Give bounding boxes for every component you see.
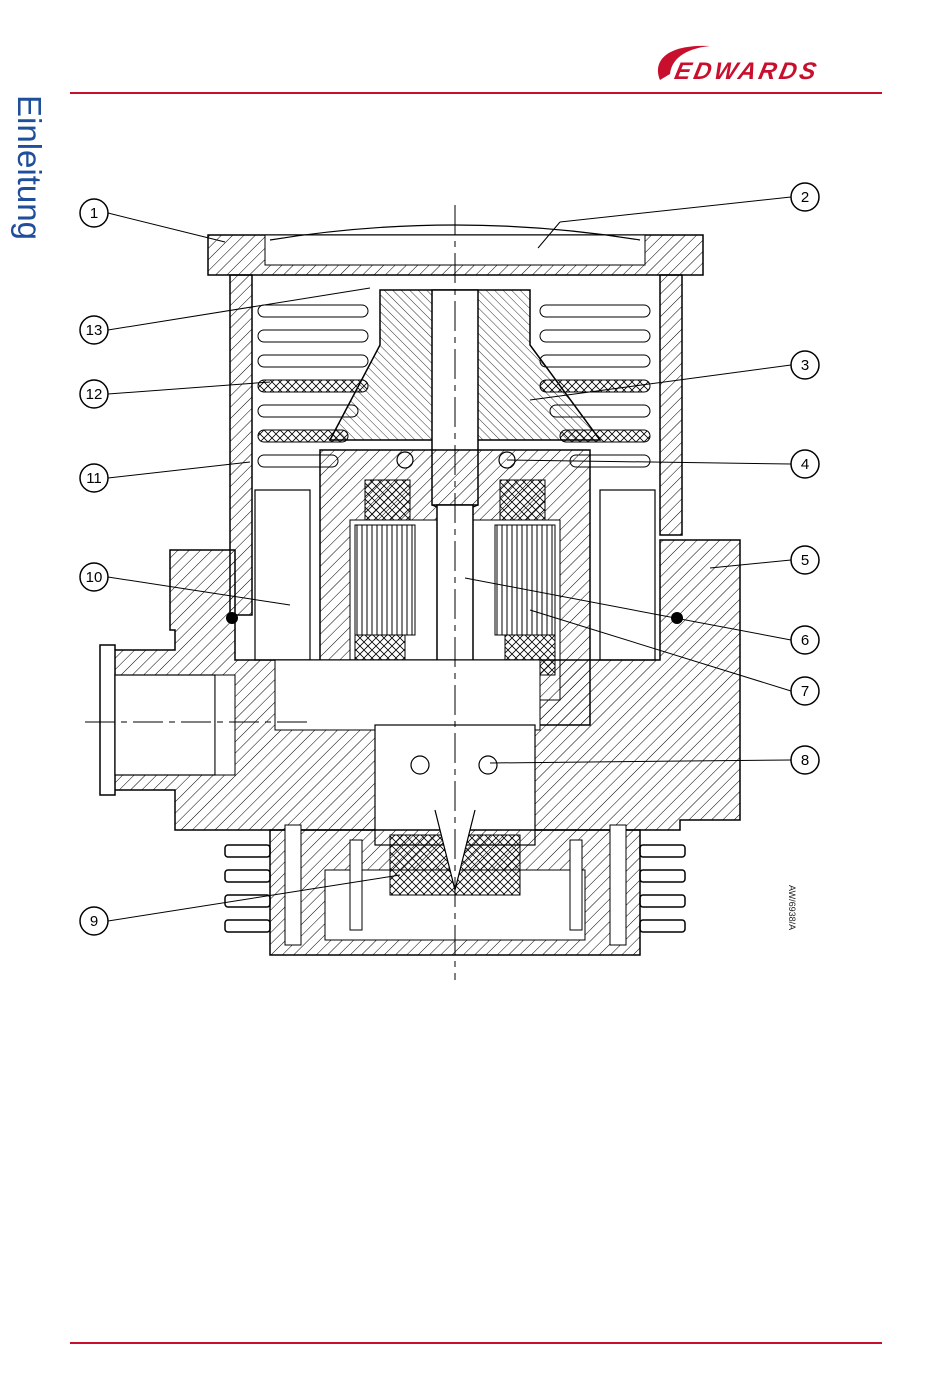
callout-2-label: 2 — [801, 189, 809, 206]
callout-3-label: 3 — [801, 357, 809, 374]
callout-13-label: 13 — [86, 322, 103, 339]
callout-6-label: 6 — [801, 632, 809, 649]
section-title: Einleitung — [10, 95, 48, 240]
pump-body — [85, 205, 740, 980]
callout-9-label: 9 — [90, 913, 98, 930]
callout-12-label: 12 — [86, 386, 103, 403]
callout-1-label: 1 — [90, 205, 98, 222]
callout-4-label: 4 — [801, 456, 809, 473]
callout-5-label: 5 — [801, 552, 809, 569]
drawing-reference-label: AW/6938/A — [787, 885, 797, 930]
callout-7-label: 7 — [801, 683, 809, 700]
section-title-vertical: Einleitung — [0, 95, 50, 285]
footer-rule — [70, 1342, 882, 1344]
callout-8-label: 8 — [801, 752, 809, 769]
callout-11-label: 11 — [86, 470, 102, 487]
drawing-reference: AW/6938/A — [783, 885, 803, 945]
pump-cross-section-drawing: 1 2 3 4 5 6 7 8 9 10 11 12 — [60, 170, 840, 990]
brand-name: EDWARDS — [672, 58, 822, 86]
callout-10-label: 10 — [86, 569, 103, 586]
header-rule — [70, 92, 882, 94]
